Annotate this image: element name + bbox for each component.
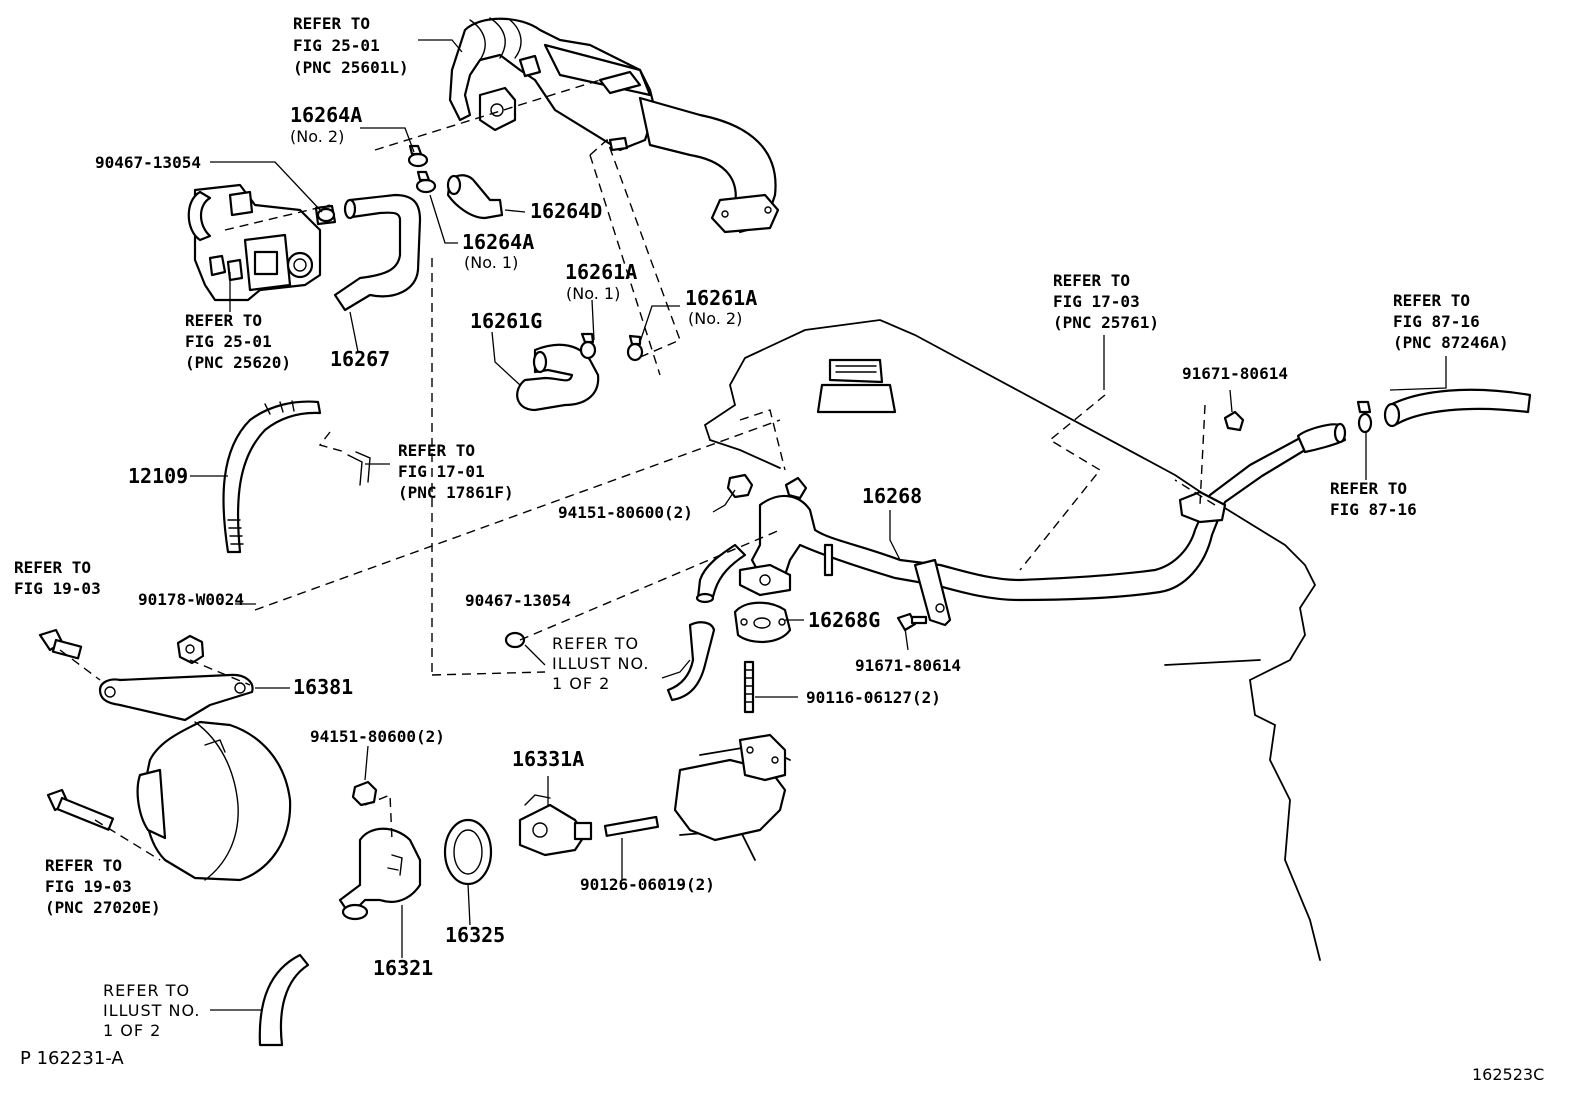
part-label-16261A-no2[interactable]: 16261A (685, 286, 757, 310)
part-label-90467-13054-top[interactable]: 90467-13054 (95, 153, 201, 172)
part-label-91671-80614-top[interactable]: 91671-80614 (1182, 364, 1288, 383)
ref-line: REFER TO (45, 856, 122, 875)
part-label-16321[interactable]: 16321 (373, 956, 433, 980)
ref-line: ILLUST NO. (103, 1001, 200, 1020)
hose-12109 (222, 400, 322, 554)
refer-fig1701: REFER TO FIG 17-01 (PNC 17861F) (398, 441, 514, 502)
part-note: (No. 1) (566, 284, 620, 303)
ref-line: (PNC 17861F) (398, 483, 514, 502)
ref-line: FIG 17-01 (398, 462, 485, 481)
ref-line: (PNC 25761) (1053, 313, 1159, 332)
fig1701-pipe-stub (347, 451, 371, 486)
figure-code: 162523C (1472, 1065, 1544, 1084)
ref-line: REFER TO (1053, 271, 1130, 290)
refer-egr-valve: REFER TO FIG 25-01 (PNC 25620) (185, 311, 291, 372)
ref-line: REFER TO (185, 311, 262, 330)
gasket-16325 (443, 818, 493, 886)
refer-illust-bottom: REFER TO ILLUST NO. 1 OF 2 (103, 981, 200, 1040)
part-label-90116-06127[interactable]: 90116-06127(2) (806, 688, 941, 707)
part-label-16261A-no1[interactable]: 16261A (565, 260, 637, 284)
part-label-16267[interactable]: 16267 (330, 347, 390, 371)
ref-line: FIG 17-03 (1053, 292, 1140, 311)
refer-illust-mid: REFER TO ILLUST NO. 1 OF 2 (552, 634, 649, 693)
part-note: (No. 2) (688, 309, 742, 328)
part-label-16264D[interactable]: 16264D (530, 199, 602, 223)
part-label-90178-W0024[interactable]: 90178-W0024 (138, 590, 244, 609)
thermostat-16331A (518, 794, 593, 857)
ref-line: FIG 87-16 (1330, 500, 1417, 519)
part-label-16264A-no1[interactable]: 16264A (462, 230, 534, 254)
ref-line: (PNC 25620) (185, 353, 291, 372)
hose-16267 (333, 193, 422, 312)
hose-illust-mid (666, 621, 716, 702)
housing-16321 (338, 827, 422, 921)
ref-line: (PNC 25601L) (293, 58, 409, 77)
part-label-16264A-no2[interactable]: 16264A (290, 103, 362, 127)
gasket-16268G (733, 601, 792, 643)
part-label-16268[interactable]: 16268 (862, 484, 922, 508)
ref-line: REFER TO (14, 558, 91, 577)
bracket-16381 (98, 673, 254, 722)
ref-line: REFER TO (552, 634, 639, 653)
part-label-16331A[interactable]: 16331A (512, 747, 584, 771)
refer-fig1903-top: REFER TO FIG 19-03 (14, 558, 101, 598)
part-label-16268G[interactable]: 16268G (808, 608, 880, 632)
part-label-16381[interactable]: 16381 (293, 675, 353, 699)
ref-line: FIG 25-01 (293, 36, 380, 55)
ref-line: REFER TO (1330, 479, 1407, 498)
part-label-90467-13054-bottom[interactable]: 90467-13054 (465, 591, 571, 610)
stud-90116 (743, 660, 755, 714)
hose-16261G (516, 343, 600, 412)
assembly-lines (59, 79, 1216, 861)
part-labels: 16264A (No. 2) 90467-13054 16264D 16264A… (95, 103, 1288, 980)
ref-line: FIG 19-03 (14, 579, 101, 598)
part-label-90126-06019[interactable]: 90126-06019(2) (580, 875, 715, 894)
part-note: (No. 1) (464, 253, 518, 272)
inlet-housing (673, 733, 787, 842)
part-label-16325[interactable]: 16325 (445, 923, 505, 947)
hose-16264D (446, 174, 504, 220)
ref-line: (PNC 27020E) (45, 898, 161, 917)
ref-line: 1 OF 2 (103, 1021, 161, 1040)
ref-line: REFER TO (293, 14, 370, 33)
ref-line: 1 OF 2 (552, 674, 610, 693)
ref-line: REFER TO (103, 981, 190, 1000)
part-note: (No. 2) (290, 127, 344, 146)
egr-cooler (448, 17, 780, 234)
ref-line: REFER TO (398, 441, 475, 460)
ref-line: FIG 19-03 (45, 877, 132, 896)
hose-lower-ref (1356, 388, 1532, 434)
part-label-16261G[interactable]: 16261G (470, 309, 542, 333)
refer-egr-cooler: REFER TO FIG 25-01 (PNC 25601L) (293, 14, 409, 77)
refer-fig8716-mid: REFER TO FIG 87-16 (1330, 479, 1417, 519)
diagram-reference: P 162231-A (20, 1048, 124, 1069)
ref-line: ILLUST NO. (552, 654, 649, 673)
refer-fig1903-bottom: REFER TO FIG 19-03 (PNC 27020E) (45, 856, 161, 917)
ref-line: FIG 25-01 (185, 332, 272, 351)
part-label-12109[interactable]: 12109 (128, 464, 188, 488)
leader-lines (190, 39, 1447, 1011)
hose-illust-bottom (258, 953, 310, 1047)
clamps-16261A (579, 332, 644, 362)
part-label-94151-80600-bottom[interactable]: 94151-80600(2) (310, 727, 445, 746)
part-label-91671-80614-bottom[interactable]: 91671-80614 (855, 656, 961, 675)
part-label-94151-80600-top[interactable]: 94151-80600(2) (558, 503, 693, 522)
ref-line: REFER TO (1393, 291, 1470, 310)
pipe-16268 (695, 422, 1347, 627)
pump-body (136, 720, 292, 882)
ref-line: (PNC 87246A) (1393, 333, 1509, 352)
clamps-16264A (316, 144, 437, 223)
ref-line: FIG 87-16 (1393, 312, 1480, 331)
refer-fig8716-top: REFER TO FIG 87-16 (PNC 87246A) (1393, 291, 1509, 352)
refer-fig1703: REFER TO FIG 17-03 (PNC 25761) (1053, 271, 1159, 332)
bolts (38, 410, 1245, 837)
egr-valve (187, 183, 337, 302)
